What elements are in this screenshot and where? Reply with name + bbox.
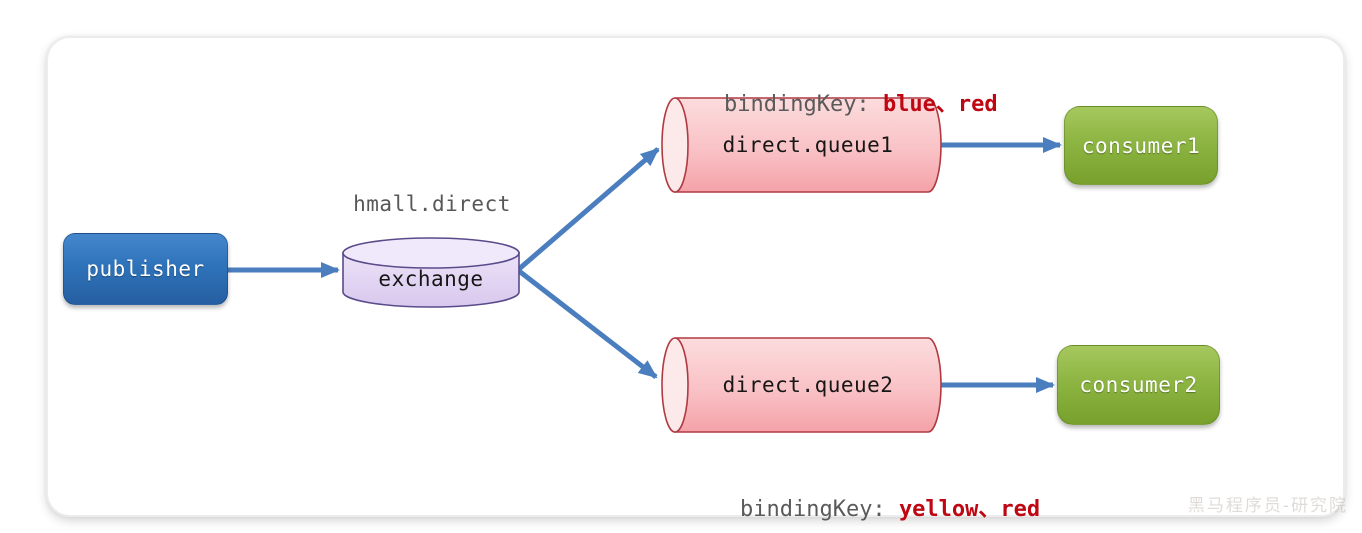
binding-prefix: bindingKey: [739,497,899,522]
queue2-label: direct.queue2 [722,373,894,397]
arrow-exchange-to-queue2 [517,269,658,379]
queue2-cylinder-cap [661,337,689,433]
exchange-label: exchange [378,267,484,291]
consumer2-node: consumer2 [1057,345,1220,425]
binding-prefix: bindingKey: [723,92,883,117]
queue1-cylinder-body [674,97,942,193]
consumer1-node: consumer1 [1064,106,1218,185]
binding-keys: blue、red [882,92,998,117]
exchange-name-label: hmall.direct [353,192,511,216]
arrow-exchange-to-queue1 [517,147,660,271]
publisher-label: publisher [86,257,205,281]
arrows [228,137,1062,393]
queue1-label: direct.queue1 [722,133,894,157]
queue1-cylinder [661,97,942,193]
queue2-cylinder-body [674,337,942,433]
queue2-cylinder [661,337,942,433]
queue2-binding-key-label: bindingKey: yellow、red [687,466,1040,533]
exchange-cylinder [342,237,520,308]
consumer1-label: consumer1 [1081,133,1201,158]
queue1-binding-key-label: bindingKey: blue、red [671,61,998,143]
publisher-node: publisher [63,233,228,305]
binding-keys: yellow、red [898,497,1041,522]
consumer2-label: consumer2 [1079,373,1198,397]
watermark: 黑马程序员-研究院 [1187,496,1348,516]
exchange-cylinder-top [342,237,520,269]
queue1-cylinder-cap [661,97,689,193]
